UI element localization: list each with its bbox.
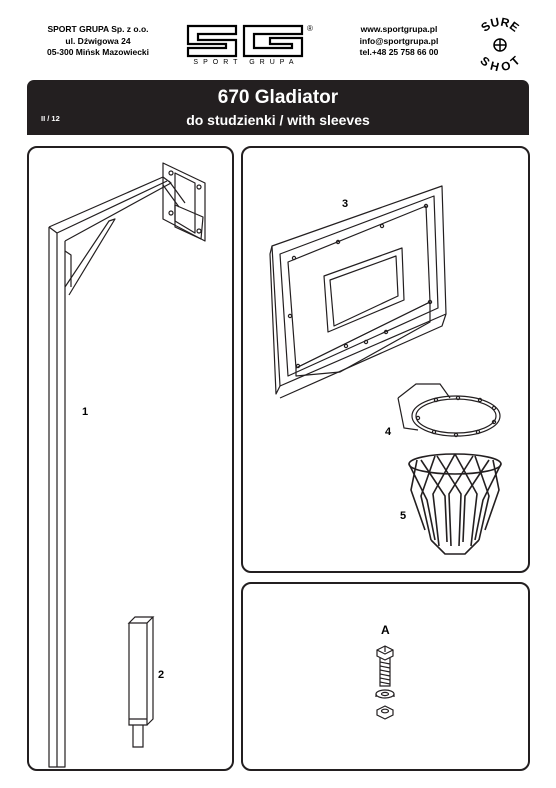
part-label-5: 5 <box>400 510 407 522</box>
page-number: II / 12 <box>41 114 60 123</box>
badge-bottom-text: SHOT <box>477 53 523 74</box>
badge-top-text: SURE <box>478 15 521 35</box>
product-subtitle: do studzienki / with sleeves <box>186 112 370 128</box>
part-label-2: 2 <box>158 669 165 681</box>
bolt-washer-nut-icon <box>375 645 395 720</box>
sg-logo-icon: SPORT GRUPA ® <box>180 22 315 68</box>
part-label-4: 4 <box>385 426 392 438</box>
backboard-icon <box>269 185 447 399</box>
hardware-label: A <box>381 623 390 637</box>
rim-icon <box>397 383 501 438</box>
company-city: 05-300 Mińsk Mazowiecki <box>46 47 150 57</box>
company-name: SPORT GRUPA Sp. z o.o. <box>47 24 149 34</box>
basketball-badge-icon: SURE SHOT <box>470 14 530 74</box>
pole-with-arm-icon <box>48 162 206 768</box>
net-icon <box>408 453 502 555</box>
product-title: 670 Gladiator <box>217 87 339 108</box>
phone: tel.+48 25 758 66 00 <box>359 47 439 57</box>
part-label-1: 1 <box>82 406 89 418</box>
panel-hardware <box>241 582 530 771</box>
website: www.sportgrupa.pl <box>360 24 438 34</box>
panel-pole <box>27 146 234 771</box>
registered-mark: ® <box>307 24 313 33</box>
contact-info: www.sportgrupa.pl info@sportgrupa.pl tel… <box>340 24 458 59</box>
company-street: ul. Dźwigowa 24 <box>65 35 131 46</box>
company-address: SPORT GRUPA Sp. z o.o. ul. Dźwigowa 24 0… <box>28 24 168 59</box>
part-label-3: 3 <box>342 198 349 210</box>
email: info@sportgrupa.pl <box>359 35 439 46</box>
title-banner: 670 Gladiator do studzienki / with sleev… <box>27 80 529 135</box>
panel-backboard <box>241 146 530 573</box>
logo-brand-text: SPORT GRUPA <box>193 59 299 66</box>
ground-sleeve-icon <box>127 616 155 748</box>
